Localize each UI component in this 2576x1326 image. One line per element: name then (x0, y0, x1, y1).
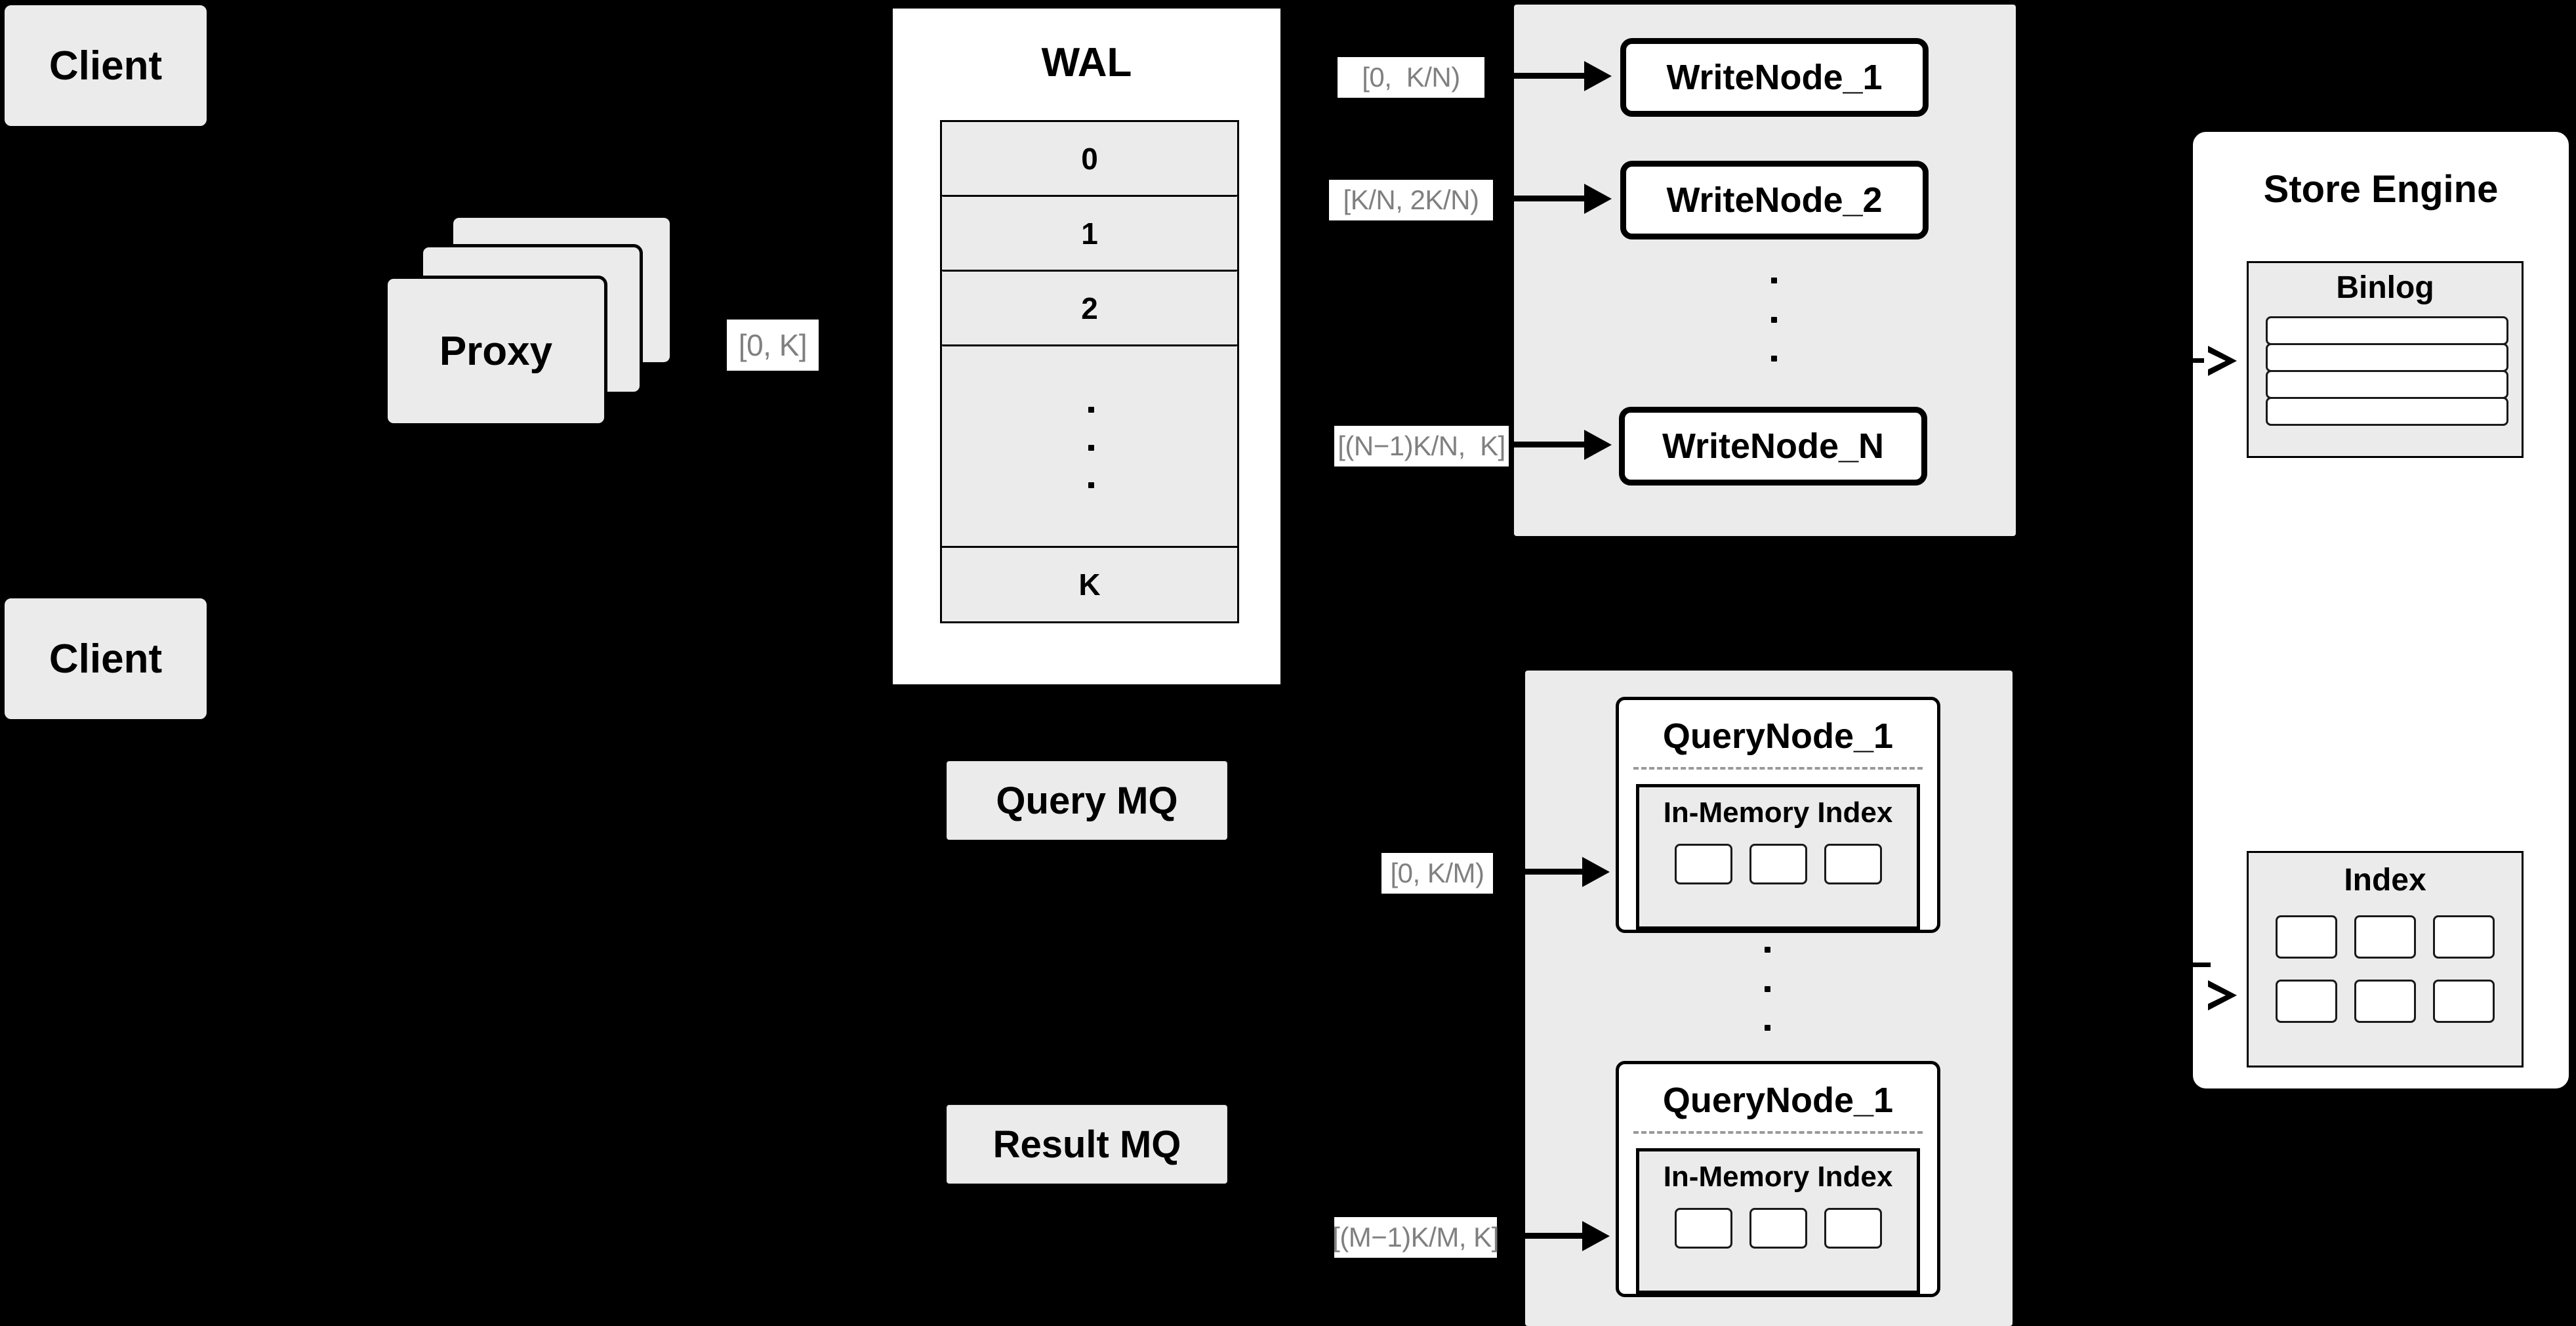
wal-title: WAL (1041, 40, 1132, 85)
query-node-1-arrow-head (1582, 857, 1610, 887)
write-node-2[interactable]: WriteNode_2 (1620, 161, 1929, 239)
binlog-section: Binlog (2247, 261, 2524, 458)
query-node-1-arrow-line (1500, 869, 1585, 875)
query-node-1-divider (1633, 767, 1923, 770)
query-node-1-label: QueryNode_1 (1662, 716, 1894, 756)
proxy-label: Proxy (439, 328, 553, 374)
index-segment (2276, 915, 2337, 959)
index-segment (2433, 980, 2495, 1023)
query-mq-label: Query MQ (996, 779, 1178, 822)
write-node-n-arrow-line (1509, 442, 1587, 447)
write-node-label: WriteNode_N (1662, 426, 1885, 466)
wal-entry-0: 0 (942, 122, 1237, 197)
binlog-arrow-line (2177, 358, 2211, 363)
ellipsis-dot (1764, 1025, 1770, 1031)
proxy-range-label: [0, K] (727, 320, 819, 371)
client-box-2[interactable]: Client (5, 598, 207, 719)
binlog-title: Binlog (2336, 270, 2434, 305)
store-engine-title: Store Engine (2263, 168, 2499, 211)
wal-entry-1: 1 (942, 197, 1237, 272)
ellipsis-dot (1764, 985, 1770, 992)
wal-entry-2: 2 (942, 272, 1237, 346)
binlog-arrow-head (2204, 346, 2237, 376)
query-node-2[interactable]: QueryNode_1 In-Memory Index (1616, 1061, 1940, 1297)
index-segment (1824, 1208, 1882, 1249)
ellipsis-dot (1764, 947, 1770, 953)
query-node-2-label: QueryNode_1 (1662, 1081, 1894, 1120)
write-node-1-range-label: [0, K/N) (1338, 57, 1484, 98)
query-node-2-range-label: [(M−1)K/M, K] (1332, 1217, 1499, 1258)
index-title: Index (2344, 863, 2426, 898)
write-node-label: WriteNode_1 (1666, 58, 1883, 97)
ellipsis-dot (1770, 356, 1777, 362)
index-segment (2276, 980, 2337, 1023)
index-segment (1749, 844, 1807, 884)
index-segment (2354, 980, 2416, 1023)
write-node-n-range-label: [(N−1)K/N, K] (1334, 426, 1509, 466)
ellipsis-dot (1088, 407, 1094, 413)
binlog-segment (2266, 343, 2508, 372)
client-label: Client (49, 43, 163, 89)
query-node-2-arrow-line (1503, 1233, 1585, 1239)
write-cluster-vertical-ellipsis-icon (1770, 278, 1777, 362)
write-node-1-arrow-line (1496, 73, 1587, 79)
client-label: Client (49, 636, 163, 682)
binlog-segment (2266, 370, 2508, 399)
index-segment (1824, 844, 1882, 884)
client-box-1[interactable]: Client (5, 5, 207, 126)
result-mq-label: Result MQ (992, 1123, 1181, 1166)
write-node-n-arrow-head (1584, 430, 1612, 460)
query-node-1-range-label: [0, K/M) (1381, 853, 1493, 894)
write-node-n[interactable]: WriteNode_N (1619, 407, 1927, 486)
query-node-2-arrow-head (1582, 1221, 1610, 1251)
index-segment (1674, 844, 1732, 884)
binlog-segment (2266, 397, 2508, 426)
result-mq-box[interactable]: Result MQ (947, 1105, 1227, 1184)
index-arrow-head (2204, 980, 2237, 1010)
wal-entry-K: K (942, 548, 1237, 621)
index-segment (2433, 915, 2495, 959)
index-segment (1749, 1208, 1807, 1249)
memory-index-label: In-Memory Index (1663, 797, 1893, 829)
write-node-2-range-label: [K/N, 2K/N) (1329, 180, 1493, 220)
index-segment (2354, 915, 2416, 959)
ellipsis-dot (1088, 482, 1094, 488)
index-section: Index (2247, 851, 2524, 1067)
write-node-2-arrow-line (1501, 196, 1587, 201)
query-cluster-vertical-ellipsis-icon (1764, 947, 1770, 1031)
write-node-2-arrow-head (1584, 184, 1612, 214)
query-node-1[interactable]: QueryNode_1 In-Memory Index (1616, 697, 1940, 933)
query-mq-box[interactable]: Query MQ (947, 761, 1227, 840)
vertical-ellipsis-icon (1088, 407, 1094, 488)
wal-entry-ellipsis (942, 346, 1237, 548)
query-node-1-memory-index: In-Memory Index (1636, 784, 1920, 930)
wal-entry-table: 0 1 2 K (940, 120, 1239, 623)
query-node-2-memory-index: In-Memory Index (1636, 1148, 1920, 1294)
write-node-1[interactable]: WriteNode_1 (1620, 38, 1929, 117)
memory-index-label: In-Memory Index (1663, 1161, 1893, 1193)
proxy-box[interactable]: Proxy (384, 276, 607, 426)
write-node-label: WriteNode_2 (1666, 180, 1883, 220)
ellipsis-dot (1770, 278, 1777, 283)
query-node-2-divider (1633, 1131, 1923, 1134)
ellipsis-dot (1088, 444, 1094, 451)
index-segment (1674, 1208, 1732, 1249)
write-node-1-arrow-head (1584, 61, 1612, 91)
ellipsis-dot (1770, 316, 1777, 323)
index-arrow-line (2177, 963, 2211, 967)
binlog-segment (2266, 316, 2508, 345)
